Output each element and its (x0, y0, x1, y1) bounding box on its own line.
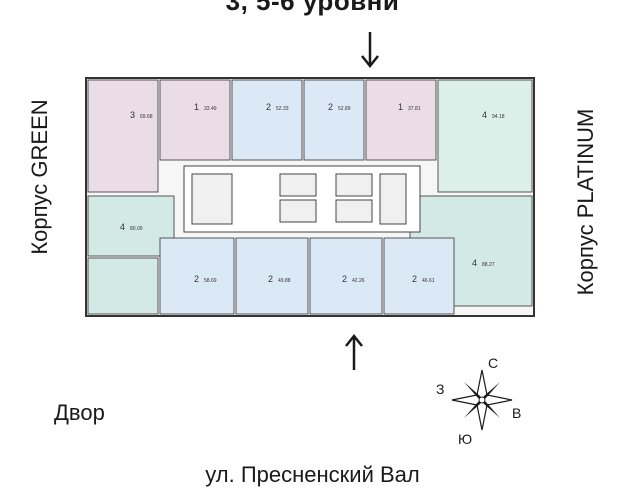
apartment-top-2-rooms: 1 (194, 102, 199, 112)
apartment-top-1[interactable] (87, 79, 159, 193)
building-label-left: Корпус GREEN (20, 72, 60, 282)
apartment-bottom-corner[interactable] (87, 257, 159, 315)
stairwell-right (379, 173, 407, 225)
apartment-bottom-4[interactable] (383, 237, 455, 315)
apartment-top-4[interactable] (303, 79, 365, 161)
apartment-bottom-3-rooms: 2 (342, 274, 347, 284)
building-label-right: Корпус PLATINUM (566, 72, 606, 332)
elevator-2 (279, 199, 317, 223)
apartment-top-4-area: 52.89 (338, 106, 351, 112)
top-arrow-icon (361, 32, 379, 69)
apartment-top-1-rooms: 3 (130, 110, 135, 120)
elevator-3 (335, 173, 373, 197)
apartment-top-3[interactable] (231, 79, 303, 161)
apartment-bottom-3-area: 42.26 (352, 278, 365, 284)
apartment-top-1-area: 69.68 (140, 114, 153, 120)
compass-rose-icon: С З В Ю (436, 355, 521, 447)
apartment-top-6-rooms: 4 (482, 110, 487, 120)
apartment-top-2[interactable] (159, 79, 231, 161)
bottom-arrow-icon (345, 333, 363, 370)
apartment-middle-left-area: 80.09 (130, 226, 143, 232)
apartment-top-3-rooms: 2 (266, 102, 271, 112)
apartment-bottom-1-area: 58.69 (204, 278, 217, 284)
apartment-bottom-4-area: 46.61 (422, 278, 435, 284)
compass-north: С (488, 355, 498, 371)
apartment-bottom-2[interactable] (235, 237, 309, 315)
floor-plan: 3 69.68 1 33.49 2 52.33 2 52.89 1 37.81 … (85, 77, 535, 317)
apartment-middle-right-area: 88.27 (482, 262, 495, 268)
apartment-top-5-area: 37.81 (408, 106, 421, 112)
apartment-bottom-2-area: 49.88 (278, 278, 291, 284)
floor-title: 3, 5-6 уровни (225, 0, 400, 16)
apartment-bottom-3[interactable] (309, 237, 383, 315)
apartment-top-6-area: 94.18 (492, 114, 505, 120)
street-label: ул. Пресненский Вал (205, 462, 420, 487)
elevator-1 (279, 173, 317, 197)
apartment-top-4-rooms: 2 (328, 102, 333, 112)
yard-label: Двор (54, 400, 105, 425)
apartment-bottom-1-rooms: 2 (194, 274, 199, 284)
apartment-top-2-area: 33.49 (204, 106, 217, 112)
apartment-top-3-area: 52.33 (276, 106, 289, 112)
apartment-middle-left-rooms: 4 (120, 222, 125, 232)
apartment-bottom-4-rooms: 2 (412, 274, 417, 284)
apartment-middle-right-rooms: 4 (472, 258, 477, 268)
compass-south: Ю (458, 431, 472, 447)
building-label-right-text: Корпус PLATINUM (573, 108, 598, 296)
stairwell-left (191, 173, 233, 225)
apartment-top-5-rooms: 1 (398, 102, 403, 112)
apartment-top-5[interactable] (365, 79, 437, 161)
apartment-top-6[interactable] (437, 79, 533, 193)
apartment-bottom-1[interactable] (159, 237, 235, 315)
compass-west: З (436, 381, 444, 397)
building-label-left-text: Корпус GREEN (27, 99, 52, 255)
compass-east: В (512, 405, 521, 421)
elevator-4 (335, 199, 373, 223)
apartment-bottom-2-rooms: 2 (268, 274, 273, 284)
